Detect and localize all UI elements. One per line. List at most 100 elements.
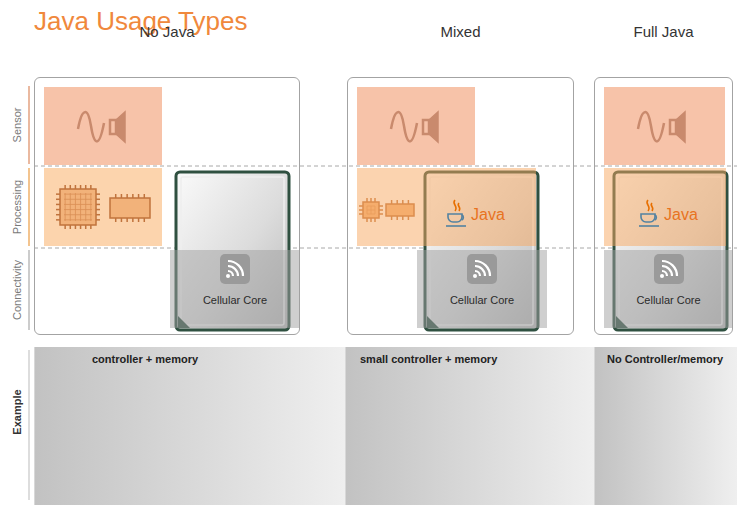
controller-pin [64,225,66,229]
controller-pin [64,185,66,189]
example-text: controller + memory [92,353,198,365]
controller-body [110,198,150,218]
controller-pin [96,199,100,201]
logo-steam [454,200,460,211]
cellular-core-box: Cellular Core [417,250,547,328]
cellular-icon [467,254,497,284]
controller-pin [80,225,82,229]
sensor-box [604,87,725,165]
controller-body [60,189,96,225]
icon-tile [654,254,684,284]
controller-pin [144,194,146,198]
controller-pin [90,225,92,229]
controller-pin [56,193,60,195]
signal-arc [475,261,490,276]
controller-symbol [56,185,100,229]
logo-cup [448,214,462,222]
controller-pin [138,194,140,198]
sensor-icon [638,112,685,142]
controller-pin [96,209,100,211]
controller-pin [70,225,72,229]
sensor-box [357,87,475,165]
row-label: Processing [11,180,23,234]
speaker-symbol [423,120,429,134]
panel-frame: MixedJavaCellular Core [347,77,574,335]
controller-pin [85,185,87,189]
java-logo [638,198,662,228]
signal-arc [228,266,238,276]
logo-plate [639,225,659,227]
signal-arc [662,266,672,276]
controller-pin [75,185,77,189]
row-label: Connectivity [11,260,23,320]
row-label: Example [11,389,23,434]
row-guide [28,168,30,246]
speaker-symbol [670,120,676,134]
cellular-icon [220,254,250,284]
signal-dot [660,274,664,278]
row-label: Sensor [11,108,23,143]
example-band: small controller + memory [345,347,594,505]
processing-box [44,168,162,246]
logo-handle [655,215,656,220]
row-separator [34,166,737,167]
controller-pin [115,218,117,222]
controller-symbol [110,194,150,222]
controller-pin [56,209,60,211]
icon-tile [220,254,250,284]
controller-grid [64,199,92,200]
column-heading: Mixed [318,23,603,40]
controller-pin [132,194,134,198]
java-logo [445,198,469,228]
controller-pin [75,225,77,229]
controller-pin [96,219,100,221]
controller-pin [126,218,128,222]
speaker-symbol [116,112,125,142]
controller-pin [138,218,140,222]
core-label: Cellular Core [170,294,300,306]
row-guide [28,86,30,164]
controller-pin [121,194,123,198]
speaker-symbol [110,120,116,134]
icon-tile [467,254,497,284]
wave-symbol [78,112,104,141]
row-guide [28,350,30,500]
panel-frame: Full JavaJavaCellular Core [594,77,733,335]
controller-pin [56,204,60,206]
row-guide [28,250,30,330]
controller-pin [96,214,100,216]
controller-grid [85,193,86,221]
cellular-icon [654,254,684,284]
core-label: Cellular Core [417,294,547,306]
column-heading: No Java [5,23,329,40]
logo-steam [647,200,653,211]
controller-grid [64,209,92,210]
controller-grid [64,204,92,205]
java-label: Java [664,206,698,224]
panel-frame: No JavaCellular Core [34,77,300,335]
logo-handle [462,215,463,220]
controller-pin [56,199,60,201]
controller-pin [132,218,134,222]
java-processing-box: Java [357,168,536,246]
controller-grid [64,219,92,220]
controller-grid [90,193,91,221]
controller-pin [96,193,100,195]
controller-pin [80,185,82,189]
controller-pin [90,185,92,189]
controller-grid [80,193,81,221]
cellular-core-box: Cellular Core [170,250,300,328]
signal-arc [228,261,243,276]
controller-pin [70,185,72,189]
controller-grid [70,193,71,221]
logo-plate [446,225,466,227]
controller-grid [75,193,76,221]
signal-arc [475,266,485,276]
example-text: No Controller/memory [607,353,723,365]
example-text: small controller + memory [360,353,497,365]
example-band: No Controller/memory [594,347,737,505]
controller-grid [64,194,92,195]
sensor-box [44,87,162,165]
example-band: controller + memory [34,347,345,505]
speaker-symbol [429,112,438,142]
